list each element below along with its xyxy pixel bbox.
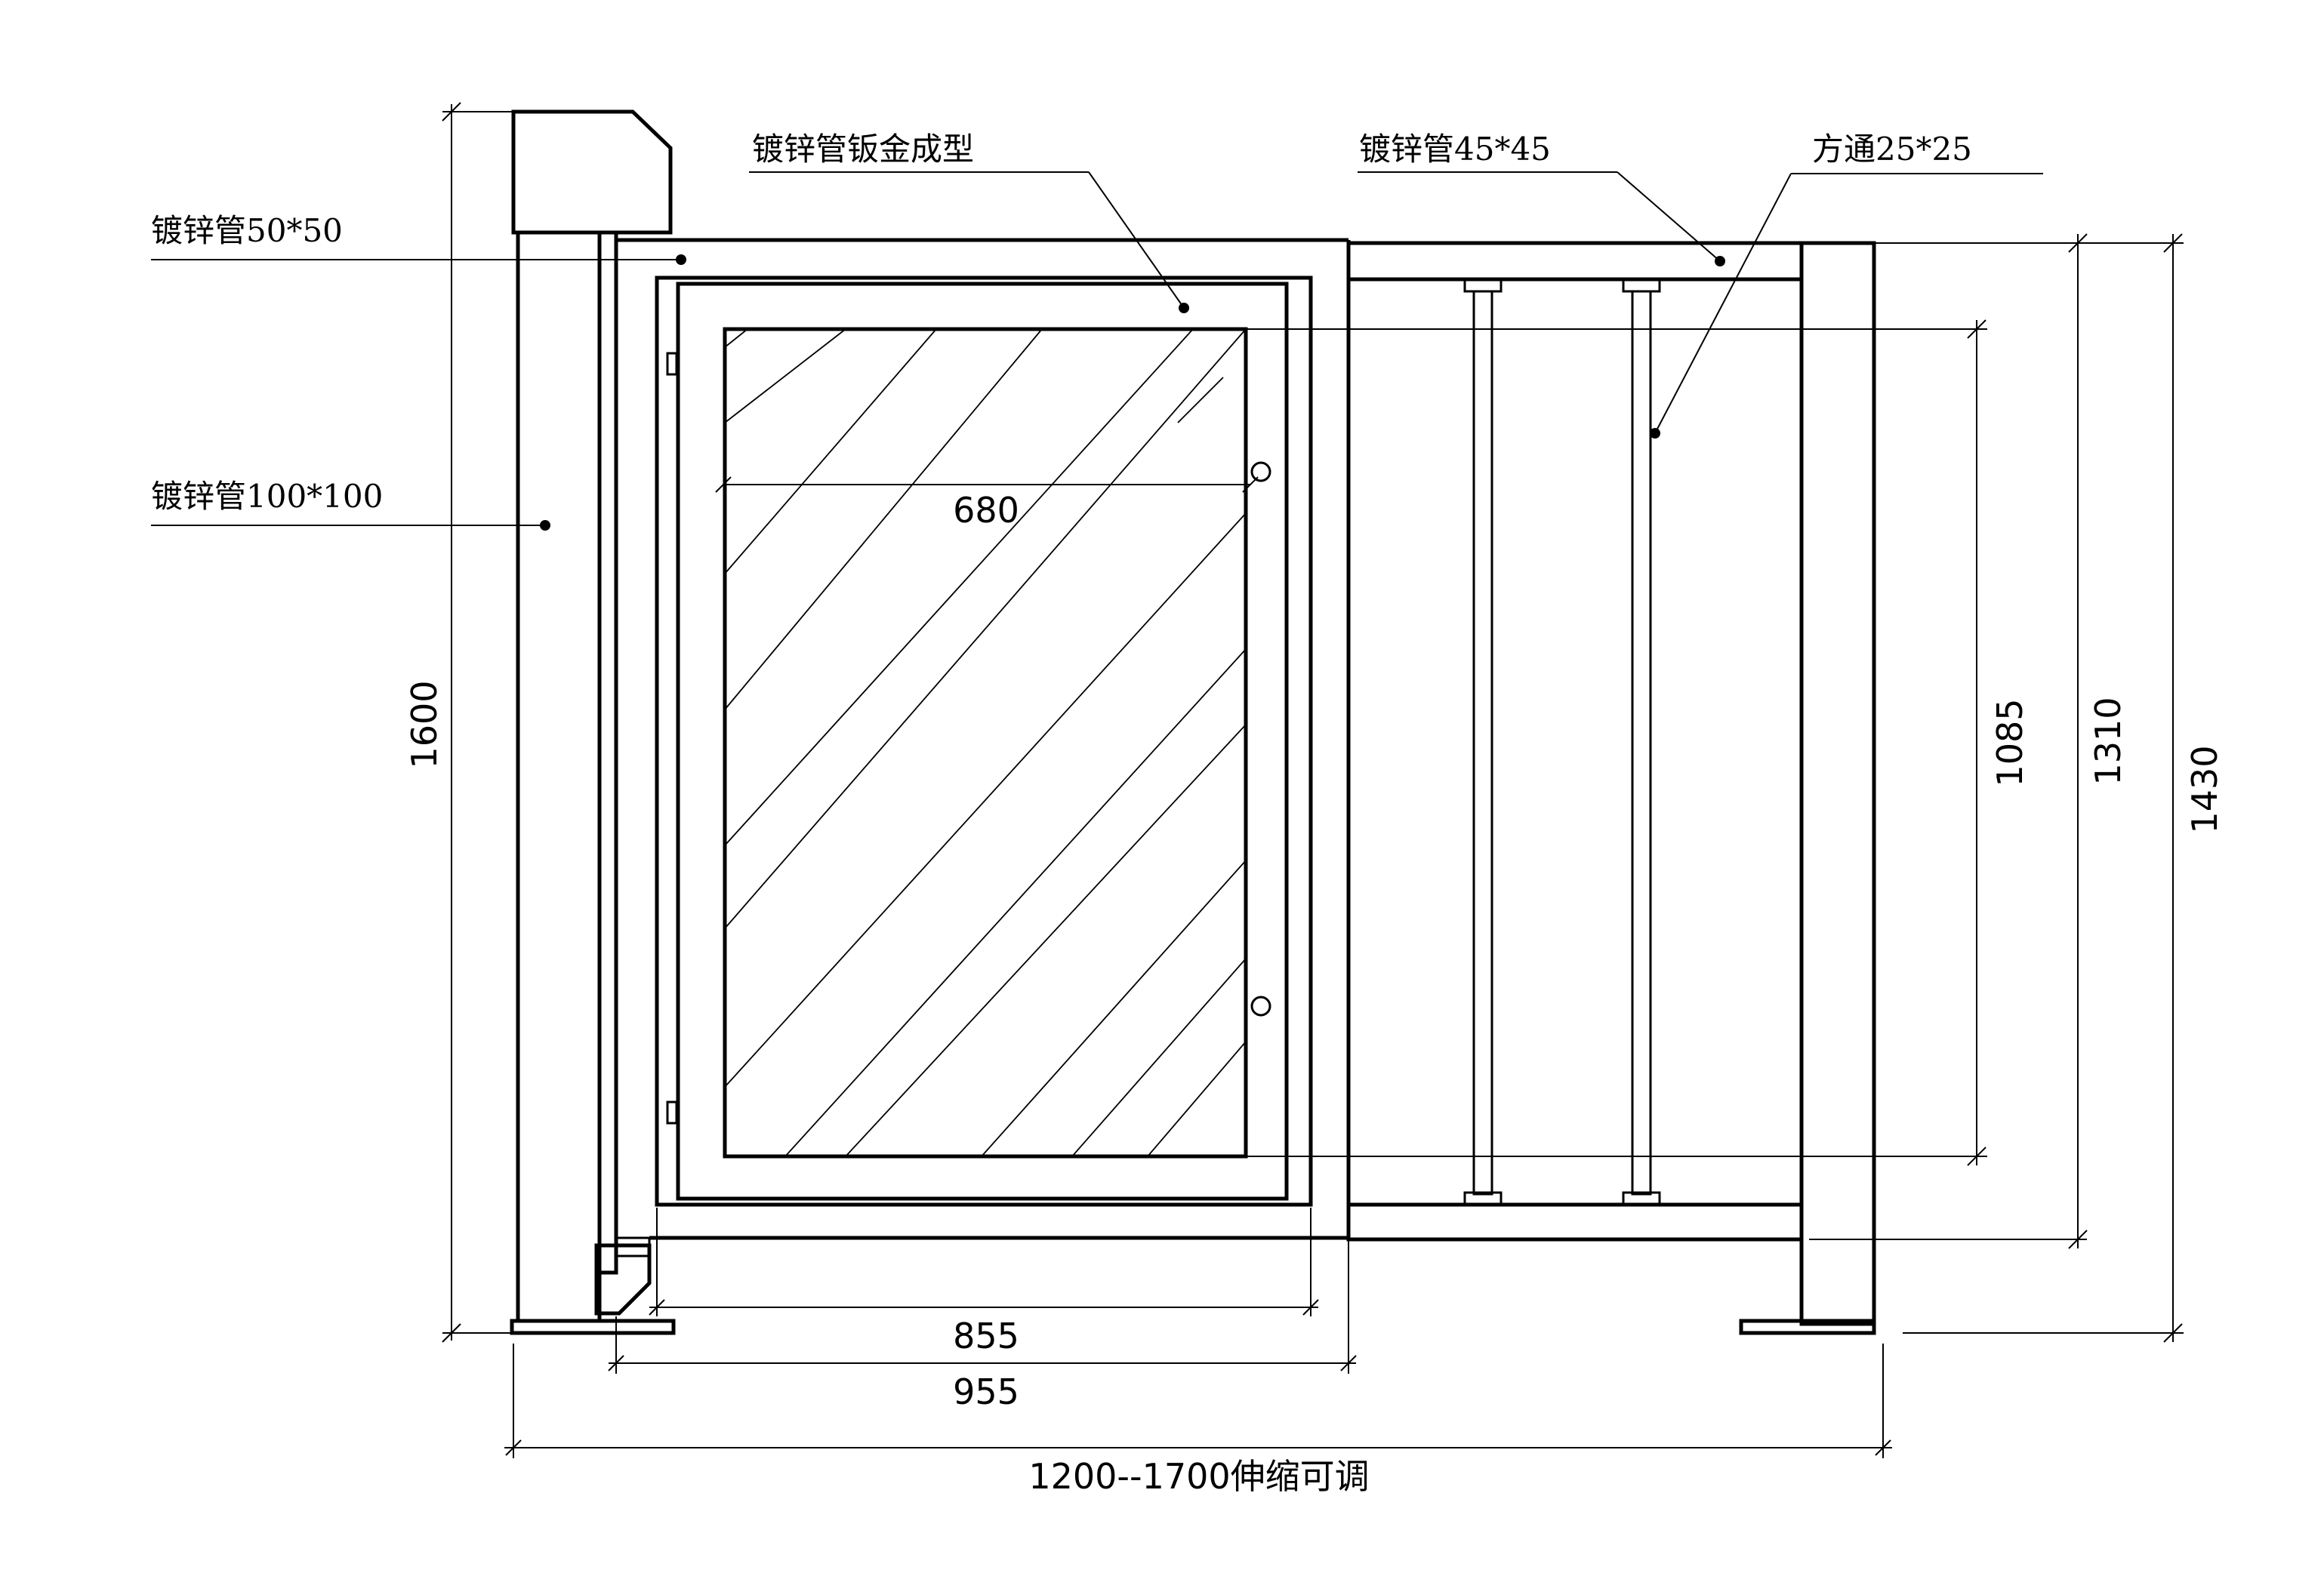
dim-frame-height: 1310 — [2088, 697, 2128, 785]
bottom-beam — [1346, 1202, 1804, 1242]
inner-post-50 — [597, 230, 618, 1275]
swing-door — [616, 238, 1351, 1240]
left-base-plate — [510, 1319, 676, 1335]
slat-2 — [1631, 290, 1652, 1196]
lower-bracket — [594, 1243, 652, 1316]
slat-2-bottom-clamp — [1622, 1191, 1661, 1206]
slat-2-top-clamp — [1622, 278, 1661, 293]
dim-post-height: 1430 — [2184, 745, 2225, 833]
knob-bottom — [1250, 996, 1271, 1017]
dim-glass-width: 680 — [953, 490, 1019, 531]
dim-frame-width: 955 — [953, 1371, 1019, 1412]
dim-slat-height: 1085 — [1990, 698, 2030, 786]
right-post — [1799, 241, 1876, 1326]
dim-total-height: 1600 — [404, 680, 445, 768]
label-pipe-45: 镀锌管45*45 — [1359, 131, 1551, 168]
top-beam-45 — [1346, 241, 1804, 282]
label-pipe-100: 镀锌管100*100 — [151, 478, 383, 515]
hinge-bottom — [666, 1100, 678, 1125]
glass-hatch — [724, 328, 1247, 1157]
slat-1-top-clamp — [1463, 278, 1503, 293]
label-sheet-metal: 镀锌管钣金成型 — [752, 131, 974, 168]
motor-housing — [511, 109, 673, 235]
lower-bracket-cap — [615, 1236, 651, 1257]
dimensions: 1600 680 855 955 1200--1700伸缩可调 108 — [404, 102, 2225, 1497]
slat-1-bottom-clamp — [1463, 1191, 1503, 1206]
right-base-plate — [1739, 1319, 1876, 1335]
main-post-100 — [516, 230, 602, 1323]
dim-total-width: 1200--1700伸缩可调 — [1028, 1456, 1369, 1497]
dim-door-width: 855 — [953, 1316, 1019, 1356]
telescopic-section — [1346, 241, 1876, 1335]
left-post — [510, 109, 676, 1335]
label-square-tube: 方通25*25 — [1812, 131, 1972, 168]
label-pipe-50: 镀锌管50*50 — [151, 212, 343, 249]
door-outer-frame — [655, 276, 1313, 1207]
knob-top — [1250, 461, 1271, 482]
hinge-top — [666, 352, 678, 376]
glass-panel — [723, 327, 1248, 1159]
slat-1 — [1472, 290, 1493, 1196]
door-inner-frame — [676, 282, 1289, 1201]
callouts: 镀锌管50*50 镀锌管100*100 镀锌管钣金成型 镀锌管45*45 方通2… — [151, 131, 2043, 531]
